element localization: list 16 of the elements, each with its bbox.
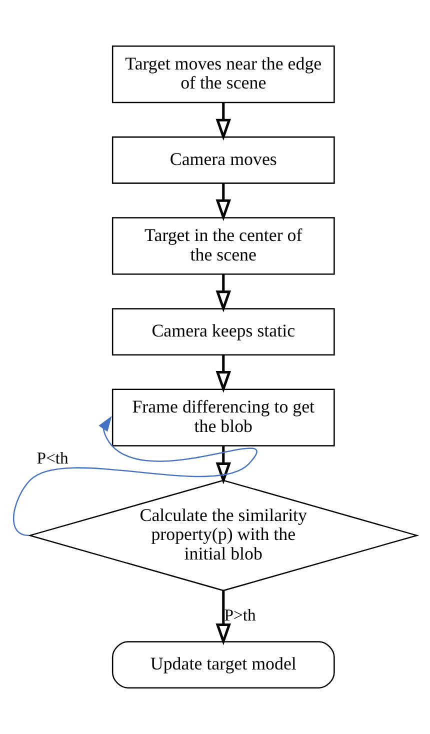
arrow — [216, 590, 232, 646]
node-box: Target moves near the edge of the scene — [112, 45, 335, 104]
arrow — [216, 274, 232, 312]
node-box: Target in the center of the scene — [112, 217, 335, 275]
arrow — [13, 416, 257, 536]
edge-label: P>th — [224, 606, 256, 624]
node-box: Frame differencing to get the blob — [112, 388, 335, 446]
node-box: Camera moves — [112, 136, 335, 184]
arrow — [216, 183, 232, 222]
node-diamond: Calculate the similarity property(p) with the initial blob — [28, 480, 420, 592]
arrow — [216, 102, 232, 141]
edge-label: P<th — [36, 448, 68, 468]
node-box: Update target model — [112, 641, 335, 689]
node-box: Camera keeps static — [112, 308, 335, 356]
arrow — [216, 354, 232, 393]
arrow — [216, 446, 232, 484]
